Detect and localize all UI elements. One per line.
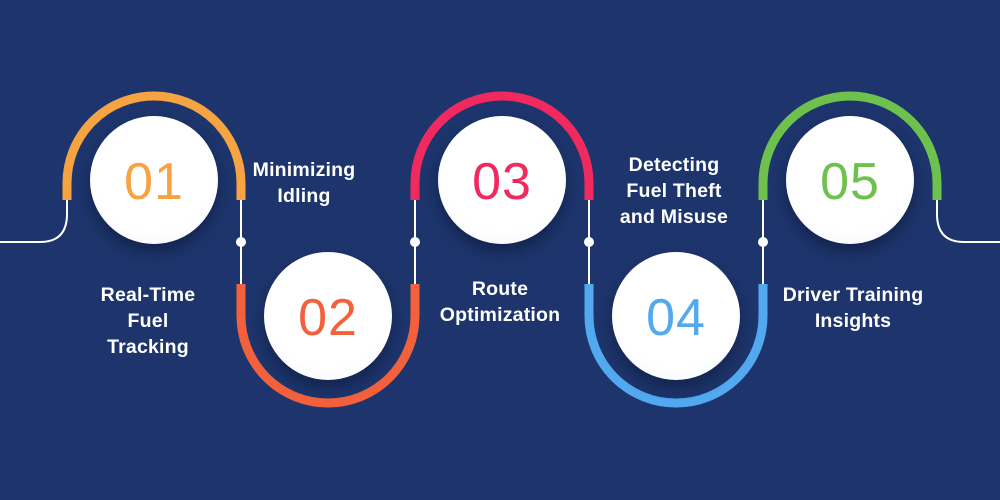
step-circle-5: 05 — [786, 116, 914, 244]
step-label-5: Driver Training Insights — [782, 284, 924, 332]
step-arc-5 — [758, 91, 942, 200]
step-circle-3: 03 — [438, 116, 566, 244]
step-number-4: 04 — [646, 289, 706, 347]
step-label-1: Real-Time Fuel Tracking — [100, 284, 196, 358]
step-arc-4 — [584, 284, 768, 408]
step-number-3: 03 — [472, 153, 532, 211]
connector-dot-1 — [236, 237, 246, 247]
step-number-2: 02 — [298, 289, 358, 347]
step-label-2: Minimizing Idling — [252, 159, 356, 207]
step-label-4: Detecting Fuel Theft and Misuse — [619, 154, 729, 228]
step-arc-2 — [236, 284, 420, 408]
step-arc-3 — [410, 91, 594, 200]
step-circle-2: 02 — [264, 252, 392, 380]
step-number-1: 01 — [124, 153, 184, 211]
step-circle-4: 04 — [612, 252, 740, 380]
connector-dot-3 — [584, 237, 594, 247]
step-circle-1: 01 — [90, 116, 218, 244]
step-arc-1 — [62, 91, 246, 200]
step-number-5: 05 — [820, 153, 880, 211]
connector-dot-2 — [410, 237, 420, 247]
connector-dot-4 — [758, 237, 768, 247]
step-label-3: Route Optimization — [439, 278, 561, 326]
